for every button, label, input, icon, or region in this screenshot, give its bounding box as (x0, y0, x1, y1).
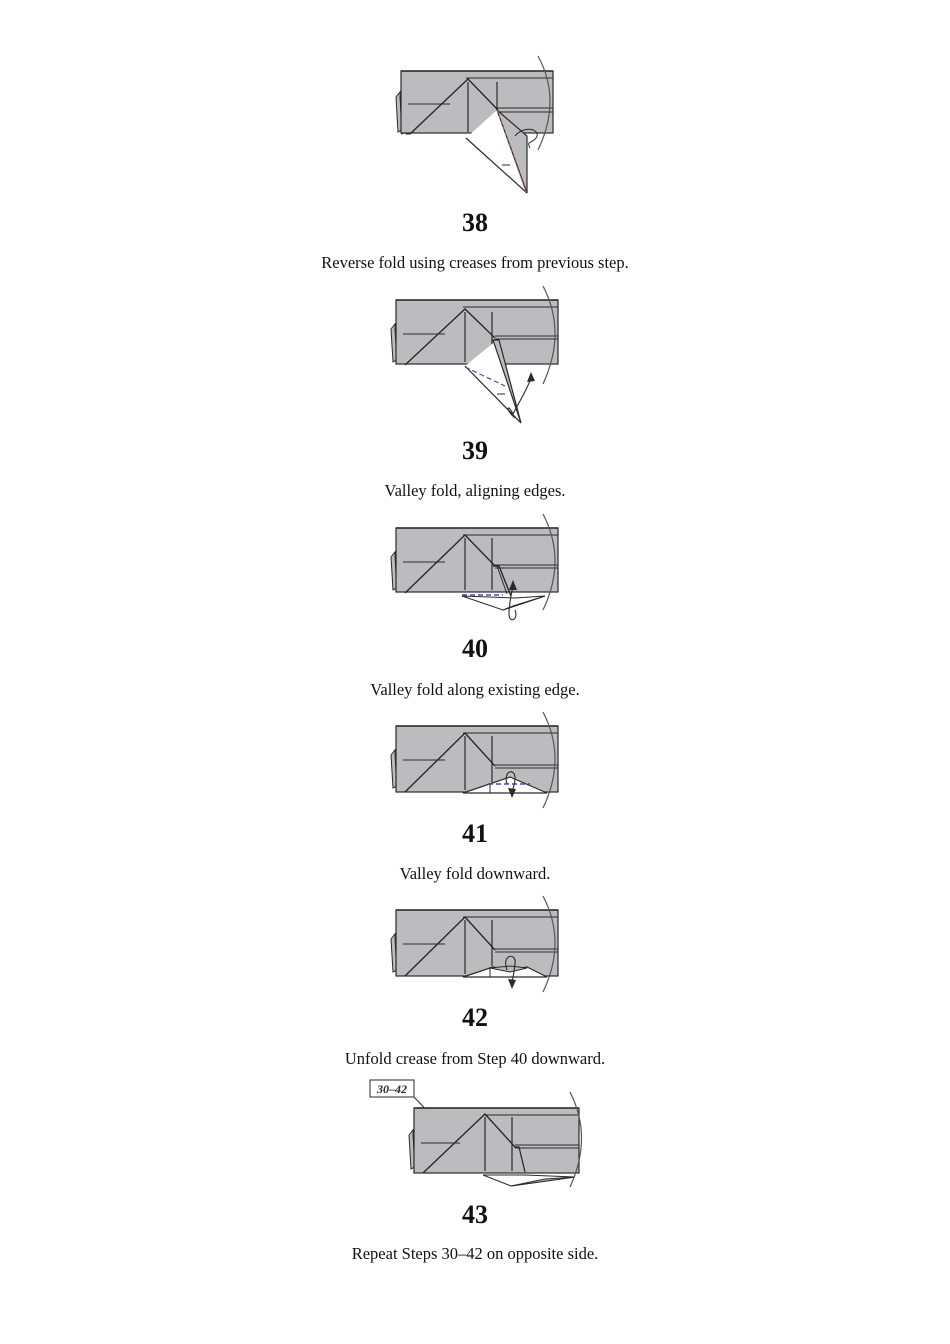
step-38-diagram (390, 52, 560, 200)
origami-model-illustration: 30–42 (369, 1079, 583, 1188)
step-number: 38 (462, 208, 488, 237)
step-caption: Repeat Steps 30–42 on opposite side. (351, 1244, 599, 1263)
step-caption: Valley fold downward. (399, 864, 551, 883)
step-number: 41 (462, 819, 488, 848)
repeat-steps-label: 30–42 (376, 1082, 407, 1096)
step-caption: Unfold crease from Step 40 downward. (344, 1049, 606, 1068)
origami-model-illustration (395, 55, 554, 194)
origami-model-illustration (390, 711, 559, 809)
step-caption: Valley fold along existing edge. (370, 680, 580, 699)
origami-model-illustration (390, 513, 559, 621)
step-43-diagram: 30–42 (365, 1075, 590, 1193)
step-number: 40 (462, 634, 488, 663)
step-number: 42 (462, 1003, 488, 1032)
origami-model-illustration (390, 895, 559, 993)
step-number: 43 (462, 1200, 488, 1229)
step-number: 39 (462, 436, 488, 465)
step-caption: Reverse fold using creases from previous… (321, 253, 629, 272)
step-40-diagram (385, 510, 565, 625)
origami-model-illustration (390, 285, 559, 424)
step-caption: Valley fold, aligning edges. (384, 481, 566, 500)
step-42-diagram (385, 892, 565, 996)
step-41-diagram (385, 708, 565, 812)
step-39-diagram (385, 282, 565, 430)
